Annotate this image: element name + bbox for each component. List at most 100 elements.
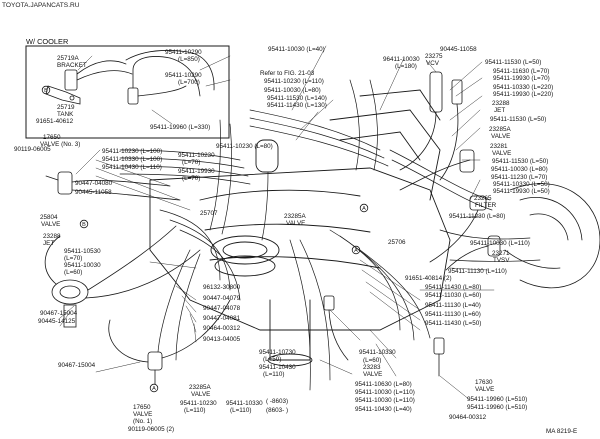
part-label: ( -8603) [266,398,289,405]
part-label: 90447-04081 [203,315,241,322]
callout-a-4: A [152,386,156,392]
part-label: 95411-11130 (L=40) [425,302,481,309]
part-label: 95411-10030 (L=80) [264,87,321,94]
part-label: (L=110) [230,407,252,414]
part-label: 95411-19960 (L=510) [467,404,528,411]
part-label: 95411-10030 (L=110) [355,389,415,396]
part-label: 95411-11430 (L=50) [425,320,482,327]
part-label: (L=50) [263,356,282,363]
part-label: 90445-11058 [440,46,477,53]
part-label: 95411-11530 (L=140) [267,95,327,102]
part-label: 95411-10030 (L=110) [470,240,530,247]
part-label: 95411-10230 (L=110) [264,78,324,85]
part-label: 95411-11430 (L=130) [267,102,327,109]
callout-b-2: B [82,222,86,228]
part-label: 23285A [284,213,306,220]
part-label: VALVE (No. 3) [40,141,81,148]
part-label: 95411-19960 (L=330) [150,124,211,131]
part-label: VALVE [133,411,153,418]
part-label: 91651-40612 [36,118,74,125]
part-label: 95411-10330 [359,349,396,356]
part-label: 95411-10030 (L=80) [491,166,548,173]
part-label: 95411-10230 [178,152,215,159]
cooler-valve-part [125,50,215,105]
part-label: 23283 [363,364,381,371]
part-label: 95411-10290 [165,72,202,79]
part-label: VALVE [191,391,211,398]
diagram-code: MA 8219-E [546,428,578,435]
part-label: Refer to FIG. 21-03 [260,70,315,77]
left-valve-no3 [45,171,181,201]
part-label: 95411-19960 (L=510) [467,396,528,403]
leader-lines [59,45,501,401]
part-label: VCV [426,60,439,67]
callout-a-5: A [354,248,358,254]
part-label: (L=110) [184,407,206,414]
part-label: 25706 [388,239,406,246]
part-label: VALVE [41,221,61,228]
part-label: VALVE [363,371,383,378]
part-label: (No. 1) [133,418,153,425]
part-label: 95411-19930 [178,168,215,175]
part-label: VALVE [492,150,512,157]
part-label: 95411-10330 (L=50) [493,181,550,188]
part-label: 95411-19930 (L=70) [493,75,550,82]
part-label: 96132-30800 [203,284,241,291]
left-canister-valve [44,225,201,328]
part-label: 95411-10230 [180,400,217,407]
part-label: 95411-10430 (L=40) [355,406,412,413]
part-label: 25804 [40,214,58,221]
cooler-title: W/ COOLER [26,37,69,46]
part-label: TANK [57,111,74,118]
part-label: 96411-10030 [383,56,420,63]
part-label: 95411-10630 (L=80) [355,381,412,388]
bottom-right-valve [323,295,445,377]
part-label: 95411-11530 (L=50) [485,59,542,66]
part-label: 95411-10330 (L=220) [493,84,554,91]
bottom-valve-no1 [108,299,231,385]
part-label: 95411-10430 (L=110) [102,164,162,171]
part-label: 95411-11130 (L=110) [448,268,507,275]
part-label: 90447-04079 [203,295,241,302]
part-label: 90464-00312 [449,414,487,421]
part-label: 90447-04080 [75,180,113,187]
part-label: 25719 [57,104,75,111]
part-label: 23285A [189,384,211,391]
part-label: VALVE [286,220,306,227]
vacuum-hoses [119,79,541,391]
part-label: JET [494,107,506,114]
part-label: 95411-10290 [165,49,202,56]
part-label: VALVE [491,133,511,140]
part-label: 95411-11530 (L=50) [490,116,547,123]
part-label: 90445-14125 [38,318,76,325]
part-label: 95411-11430 (L=80) [425,284,482,291]
part-label: 90447-04078 [203,305,241,312]
part-label: 90119-06005 [14,146,51,153]
part-label: (L=700) [178,79,200,86]
part-label: 23288 [492,100,510,107]
part-label: 23275 [425,53,443,60]
part-label: 95411-10730 [259,349,296,356]
part-label: (L=70) [182,175,201,182]
callout-a-3: A [362,206,366,212]
part-label: 91651-40814 (2) [405,275,452,282]
part-label: 95411-10330 [226,400,263,407]
part-label: 90445-11058 [75,189,112,196]
part-label: 95411-11630 (L=70) [493,68,550,75]
part-label: 95411-11030 (L=60) [425,292,482,299]
part-label: (L=70) [182,159,201,166]
right-fan-assembly [504,183,600,289]
part-label: 23271 [492,250,510,257]
part-label: 95411-11230 (L=70) [491,174,548,181]
part-label: 95411-19930 (L=50) [493,188,550,195]
right-valve-stack [399,71,501,271]
part-label: TVSV [493,257,510,264]
part-label: 95411-10030 [64,262,101,269]
part-label: 25719A [57,55,79,62]
part-label: 90467-15004 [40,310,78,317]
part-label: 23285A [489,126,511,133]
part-label: 95411-10530 [64,248,101,255]
part-label: 90464-00312 [203,325,241,332]
